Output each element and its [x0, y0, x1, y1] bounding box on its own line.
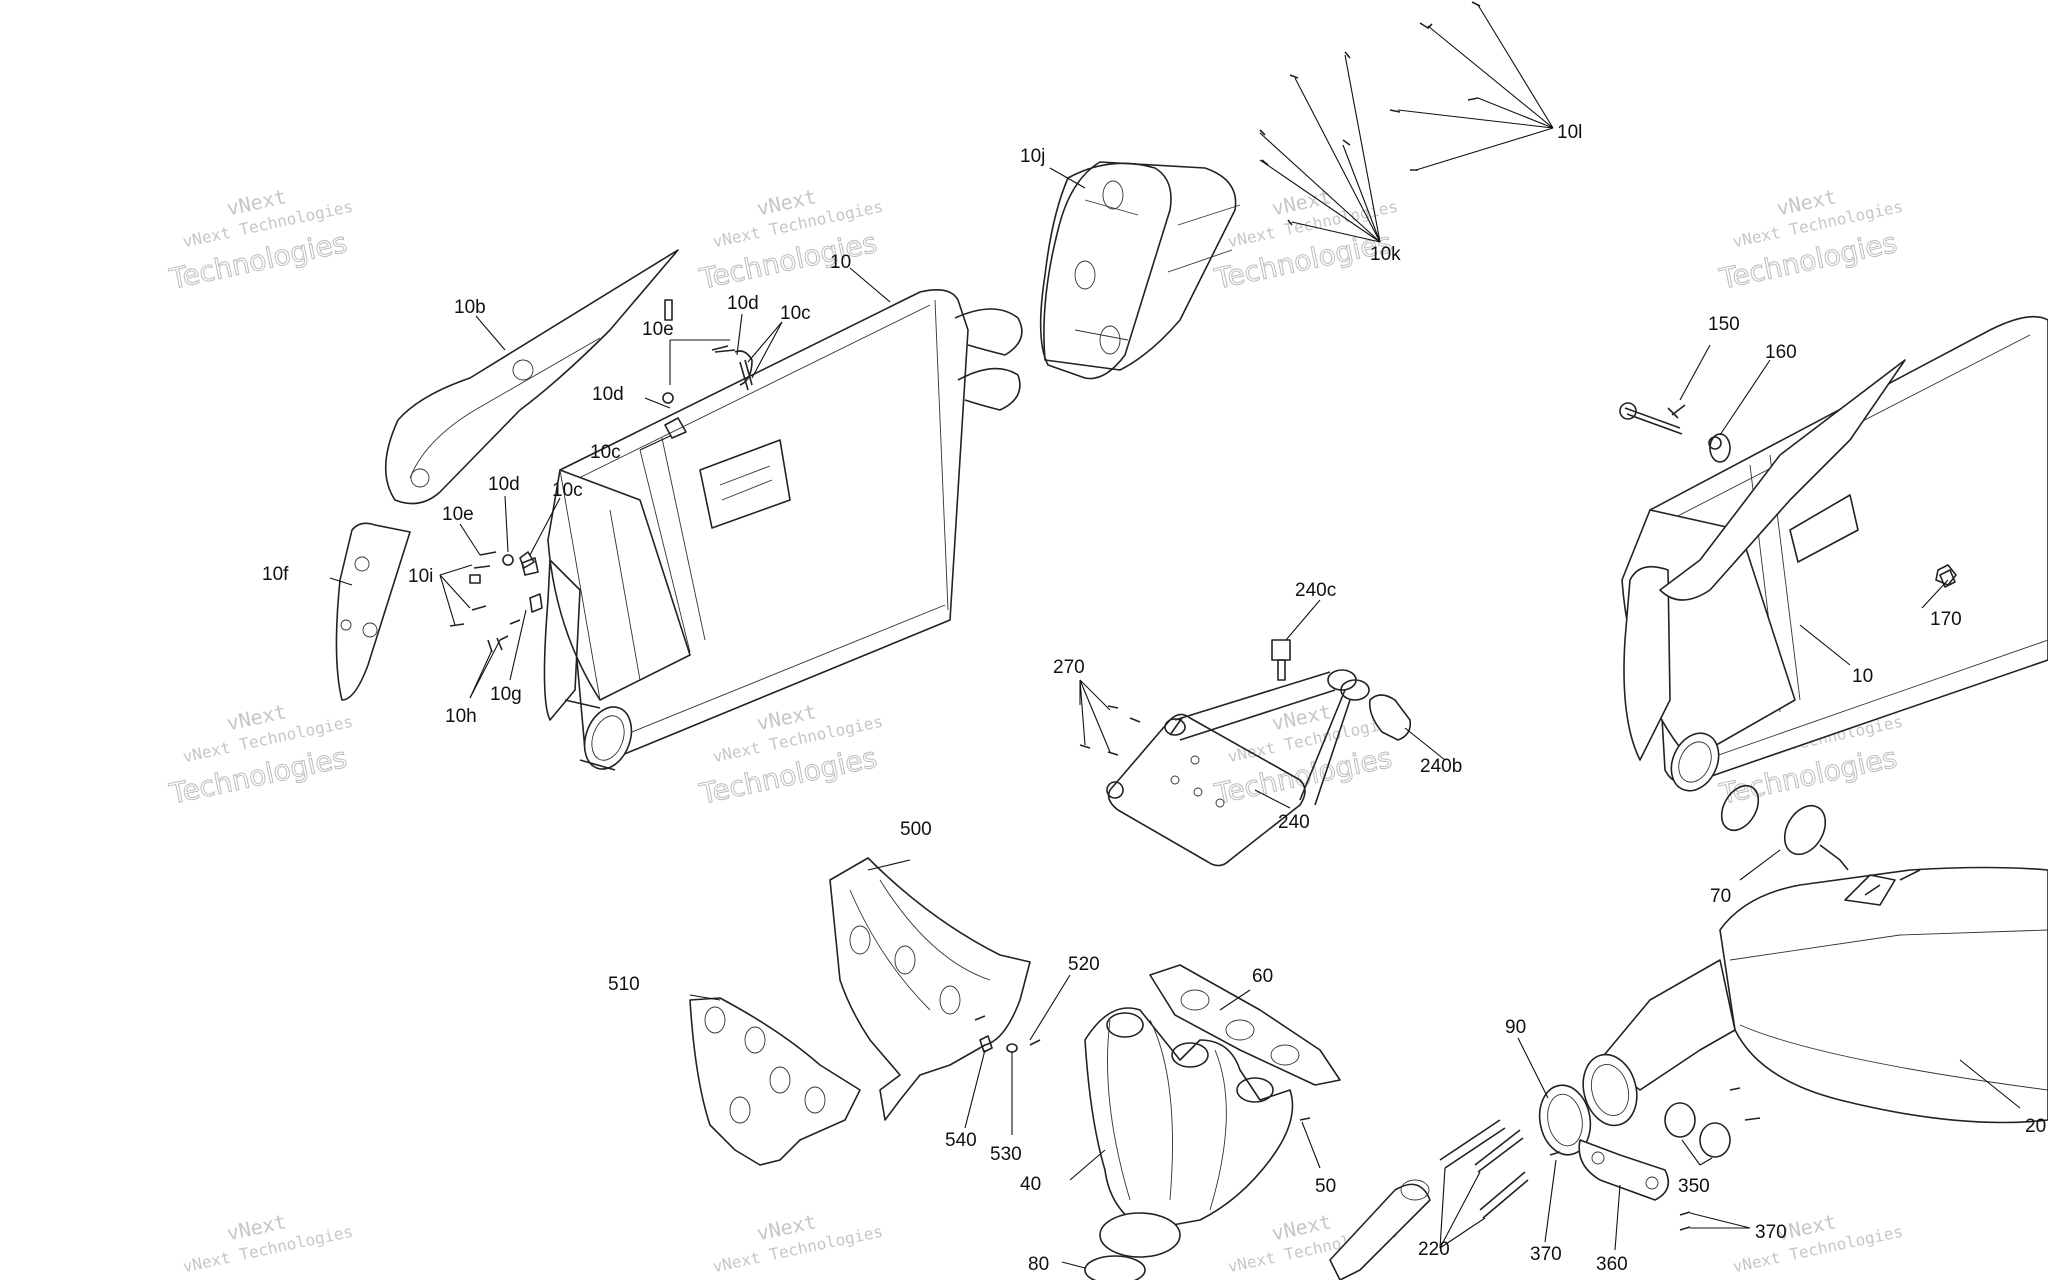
callout-10: 10 — [830, 252, 851, 273]
callout-20: 20 — [2025, 1116, 2046, 1137]
callout-10c: 10c — [780, 303, 811, 324]
callout-270: 270 — [1053, 657, 1085, 678]
callout-220: 220 — [1418, 1239, 1450, 1260]
callout-10c: 10c — [552, 480, 583, 501]
clamp-70 — [1720, 784, 1849, 871]
callout-540: 540 — [945, 1130, 977, 1151]
washer-160 — [1709, 433, 1731, 463]
watermark-1: vNext vNext Technologies Technologies — [166, 184, 355, 296]
muffler-right — [1621, 315, 2048, 792]
gasket-60 — [1149, 964, 1341, 1086]
callout-10b: 10b — [454, 297, 486, 318]
callout-10i: 10i — [408, 566, 433, 587]
callout-10j: 10j — [1020, 146, 1045, 167]
gasket-80 — [1084, 1255, 1146, 1280]
heat-shield-510 — [689, 997, 861, 1166]
callout-520: 520 — [1068, 954, 1100, 975]
springs-220 — [1439, 1119, 1529, 1219]
hardware-small — [449, 299, 753, 653]
pipe-40-lower — [1329, 1179, 1431, 1280]
watermark-10: vNext vNext Technologies — [711, 1209, 885, 1276]
muffler-left — [543, 289, 1023, 771]
callout-170: 170 — [1930, 609, 1962, 630]
muffler-20 — [1582, 866, 2048, 1127]
callout-10k: 10k — [1370, 244, 1401, 265]
watermark-5: vNext vNext Technologies Technologies — [166, 699, 355, 811]
callout-80: 80 — [1028, 1254, 1049, 1275]
callout-10: 10 — [1852, 666, 1873, 687]
heat-shield-10b — [384, 249, 679, 505]
callout-50: 50 — [1315, 1176, 1336, 1197]
callout-70: 70 — [1710, 886, 1731, 907]
watermark-2: vNext vNext Technologies Technologies — [696, 184, 885, 296]
callout-10e: 10e — [442, 504, 474, 525]
callout-10l: 10l — [1557, 122, 1582, 143]
callout-240b: 240b — [1420, 756, 1462, 777]
callout-150: 150 — [1708, 314, 1740, 335]
callout-10g: 10g — [490, 684, 522, 705]
heat-shield-500 — [829, 857, 1041, 1121]
header-40 — [1084, 1007, 1311, 1258]
end-cap-10f — [335, 522, 411, 701]
callout-10e: 10e — [642, 319, 674, 340]
callout-360: 360 — [1596, 1254, 1628, 1275]
callout-530: 530 — [990, 1144, 1022, 1165]
callout-370: 370 — [1530, 1244, 1562, 1265]
end-cap-10j — [1039, 161, 1241, 380]
bracket-360 — [1549, 1139, 1691, 1231]
callout-10c: 10c — [590, 442, 621, 463]
callout-labels: 10 10b 10c 10d 10e 10d 10c 10d 10c 10e 1… — [262, 122, 2046, 1275]
callout-160: 160 — [1765, 342, 1797, 363]
bolt-150 — [1619, 402, 1683, 435]
callout-10h: 10h — [445, 706, 477, 727]
callout-10d: 10d — [592, 384, 624, 405]
screws-10k-10l — [1259, 1, 1481, 226]
callout-40: 40 — [1020, 1174, 1041, 1195]
callout-500: 500 — [900, 819, 932, 840]
watermark-12: vNext vNext Technologies — [1731, 1209, 1905, 1276]
callout-510: 510 — [608, 974, 640, 995]
callout-240: 240 — [1278, 812, 1310, 833]
watermark-9: vNext vNext Technologies — [181, 1209, 355, 1276]
bushings-350 — [1664, 1102, 1731, 1158]
nut-170 — [1935, 564, 1957, 586]
callout-240c: 240c — [1295, 580, 1336, 601]
callout-350: 350 — [1678, 1176, 1710, 1197]
leader-lines — [329, 4, 2021, 1269]
callout-370: 370 — [1755, 1222, 1787, 1243]
callout-90: 90 — [1505, 1017, 1526, 1038]
callout-10d: 10d — [488, 474, 520, 495]
bracket-240 — [1079, 639, 1412, 867]
callout-10d: 10d — [727, 293, 759, 314]
callout-10f: 10f — [262, 564, 289, 585]
watermark-4: vNext vNext Technologies Technologies — [1716, 184, 1905, 296]
callout-60: 60 — [1252, 966, 1273, 987]
ring-90 — [1538, 1084, 1592, 1156]
